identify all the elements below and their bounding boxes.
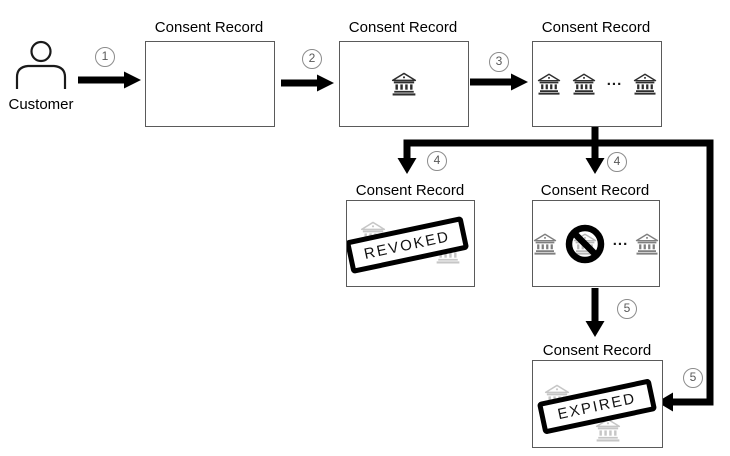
prohibition-icon — [565, 224, 604, 263]
record-title-initial: Consent Record — [154, 19, 264, 36]
record-title-prohibited: Consent Record — [540, 182, 650, 199]
arrowhead-4-mid — [585, 158, 605, 174]
step-badge-3: 3 — [489, 52, 509, 72]
step-badge-4-mid: 4 — [607, 152, 627, 172]
consent-record-box-expired: EXPIRED — [532, 360, 663, 448]
arrowhead-4-left — [397, 158, 417, 174]
bank-icon — [635, 232, 659, 255]
step-badge-5-down: 5 — [617, 299, 637, 319]
arrowhead-1 — [124, 71, 141, 89]
consent-record-box-prohibited: ... — [532, 200, 660, 287]
arrowhead-3 — [511, 73, 528, 91]
bank-icon — [533, 232, 557, 255]
ellipsis-more-banks: ... — [612, 231, 629, 249]
bank-icon — [572, 73, 596, 95]
bank-icon — [633, 73, 657, 95]
consent-record-box-revoked: REVOKED — [346, 200, 475, 287]
record-title-expired: Consent Record — [542, 342, 652, 359]
consent-record-box-initial — [145, 41, 275, 127]
step-badge-4-left: 4 — [427, 151, 447, 171]
person-icon — [15, 40, 67, 89]
step-badge-1: 1 — [95, 47, 115, 67]
ellipsis-more-banks: ... — [606, 72, 623, 89]
connector-right-branch — [673, 143, 714, 406]
record-title-many-banks: Consent Record — [541, 19, 651, 36]
record-title-revoked: Consent Record — [355, 182, 465, 199]
step-badge-2: 2 — [302, 49, 322, 69]
record-title-one-bank: Consent Record — [348, 19, 458, 36]
step-badge-5-right: 5 — [683, 368, 703, 388]
consent-record-box-one-bank — [339, 41, 469, 127]
consent-record-box-many-banks: ... — [532, 41, 662, 127]
bank-icon — [537, 73, 561, 95]
bank-icon — [391, 72, 417, 96]
prohibited-bank — [564, 223, 606, 265]
arrowhead-2 — [317, 74, 334, 92]
arrowhead-5-right — [657, 392, 673, 412]
arrowhead-5-down — [585, 321, 605, 337]
customer-label: Customer — [8, 96, 74, 113]
